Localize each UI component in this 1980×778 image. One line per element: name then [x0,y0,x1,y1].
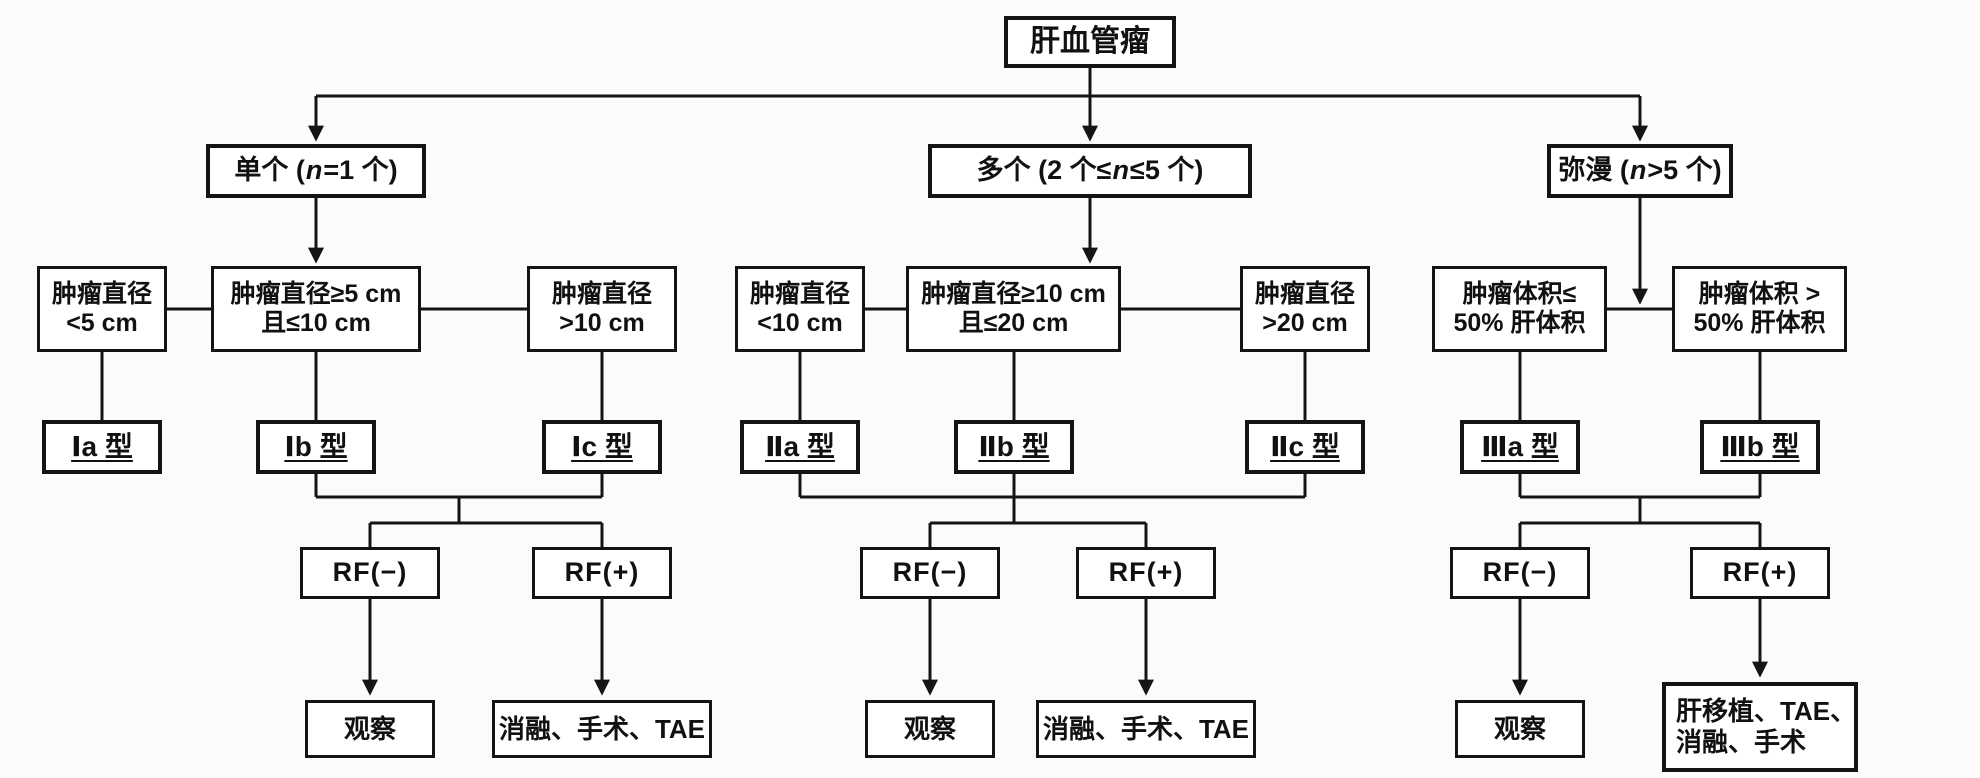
node-type-iib: Ⅱb 型 [954,420,1074,474]
node-criteria-diffuse-small: 肿瘤体积≤ 50% 肝体积 [1432,266,1607,352]
branch-multiple-label: 多个 (2 个≤n≤5 个) [976,155,1204,186]
node-rf-positive-single: RF(+) [532,547,672,599]
node-outcome-ablation-single: 消融、手术、TAE [492,700,712,758]
node-outcome-observe-diffuse: 观察 [1455,700,1585,758]
node-type-ic: Ⅰc 型 [542,420,662,474]
node-rf-positive-multiple: RF(+) [1076,547,1216,599]
node-type-ia: Ⅰa 型 [42,420,162,474]
connector-root-rail [308,68,1648,142]
connector-group-multiple [798,198,1307,696]
node-criteria-multiple-small: 肿瘤直径 <10 cm [735,266,865,352]
node-type-ib: Ⅰb 型 [256,420,376,474]
node-criteria-single-small: 肿瘤直径 <5 cm [37,266,167,352]
node-criteria-multiple-medium: 肿瘤直径≥10 cm 且≤20 cm [906,266,1121,352]
root-label: 肝血管瘤 [1030,25,1150,59]
node-outcome-ablation-multiple: 消融、手术、TAE [1036,700,1256,758]
node-criteria-diffuse-large: 肿瘤体积 > 50% 肝体积 [1672,266,1847,352]
node-criteria-multiple-large: 肿瘤直径 >20 cm [1240,266,1370,352]
node-rf-negative-diffuse: RF(−) [1450,547,1590,599]
node-type-iiib: Ⅲb 型 [1700,420,1820,474]
connector-group-diffuse [1512,198,1768,696]
node-branch-diffuse: 弥漫 (n>5 个) [1547,144,1733,198]
branch-single-label: 单个 (n=1 个) [234,155,398,186]
node-criteria-single-large: 肿瘤直径 >10 cm [527,266,677,352]
node-rf-negative-single: RF(−) [300,547,440,599]
node-branch-single: 单个 (n=1 个) [206,144,426,198]
branch-diffuse-label: 弥漫 (n>5 个) [1558,155,1722,186]
node-type-iia: Ⅱa 型 [740,420,860,474]
node-branch-multiple: 多个 (2 个≤n≤5 个) [928,144,1252,198]
node-outcome-observe-multiple: 观察 [865,700,995,758]
node-rf-positive-diffuse: RF(+) [1690,547,1830,599]
connector-group-single [100,198,610,696]
node-outcome-observe-single: 观察 [305,700,435,758]
node-outcome-transplant-diffuse: 肝移植、TAE、 消融、手术 [1662,682,1858,772]
node-criteria-single-medium: 肿瘤直径≥5 cm 且≤10 cm [211,266,421,352]
node-rf-negative-multiple: RF(−) [860,547,1000,599]
node-type-iic: Ⅱc 型 [1245,420,1365,474]
node-type-iiia: Ⅲa 型 [1460,420,1580,474]
node-root: 肝血管瘤 [1004,16,1176,68]
